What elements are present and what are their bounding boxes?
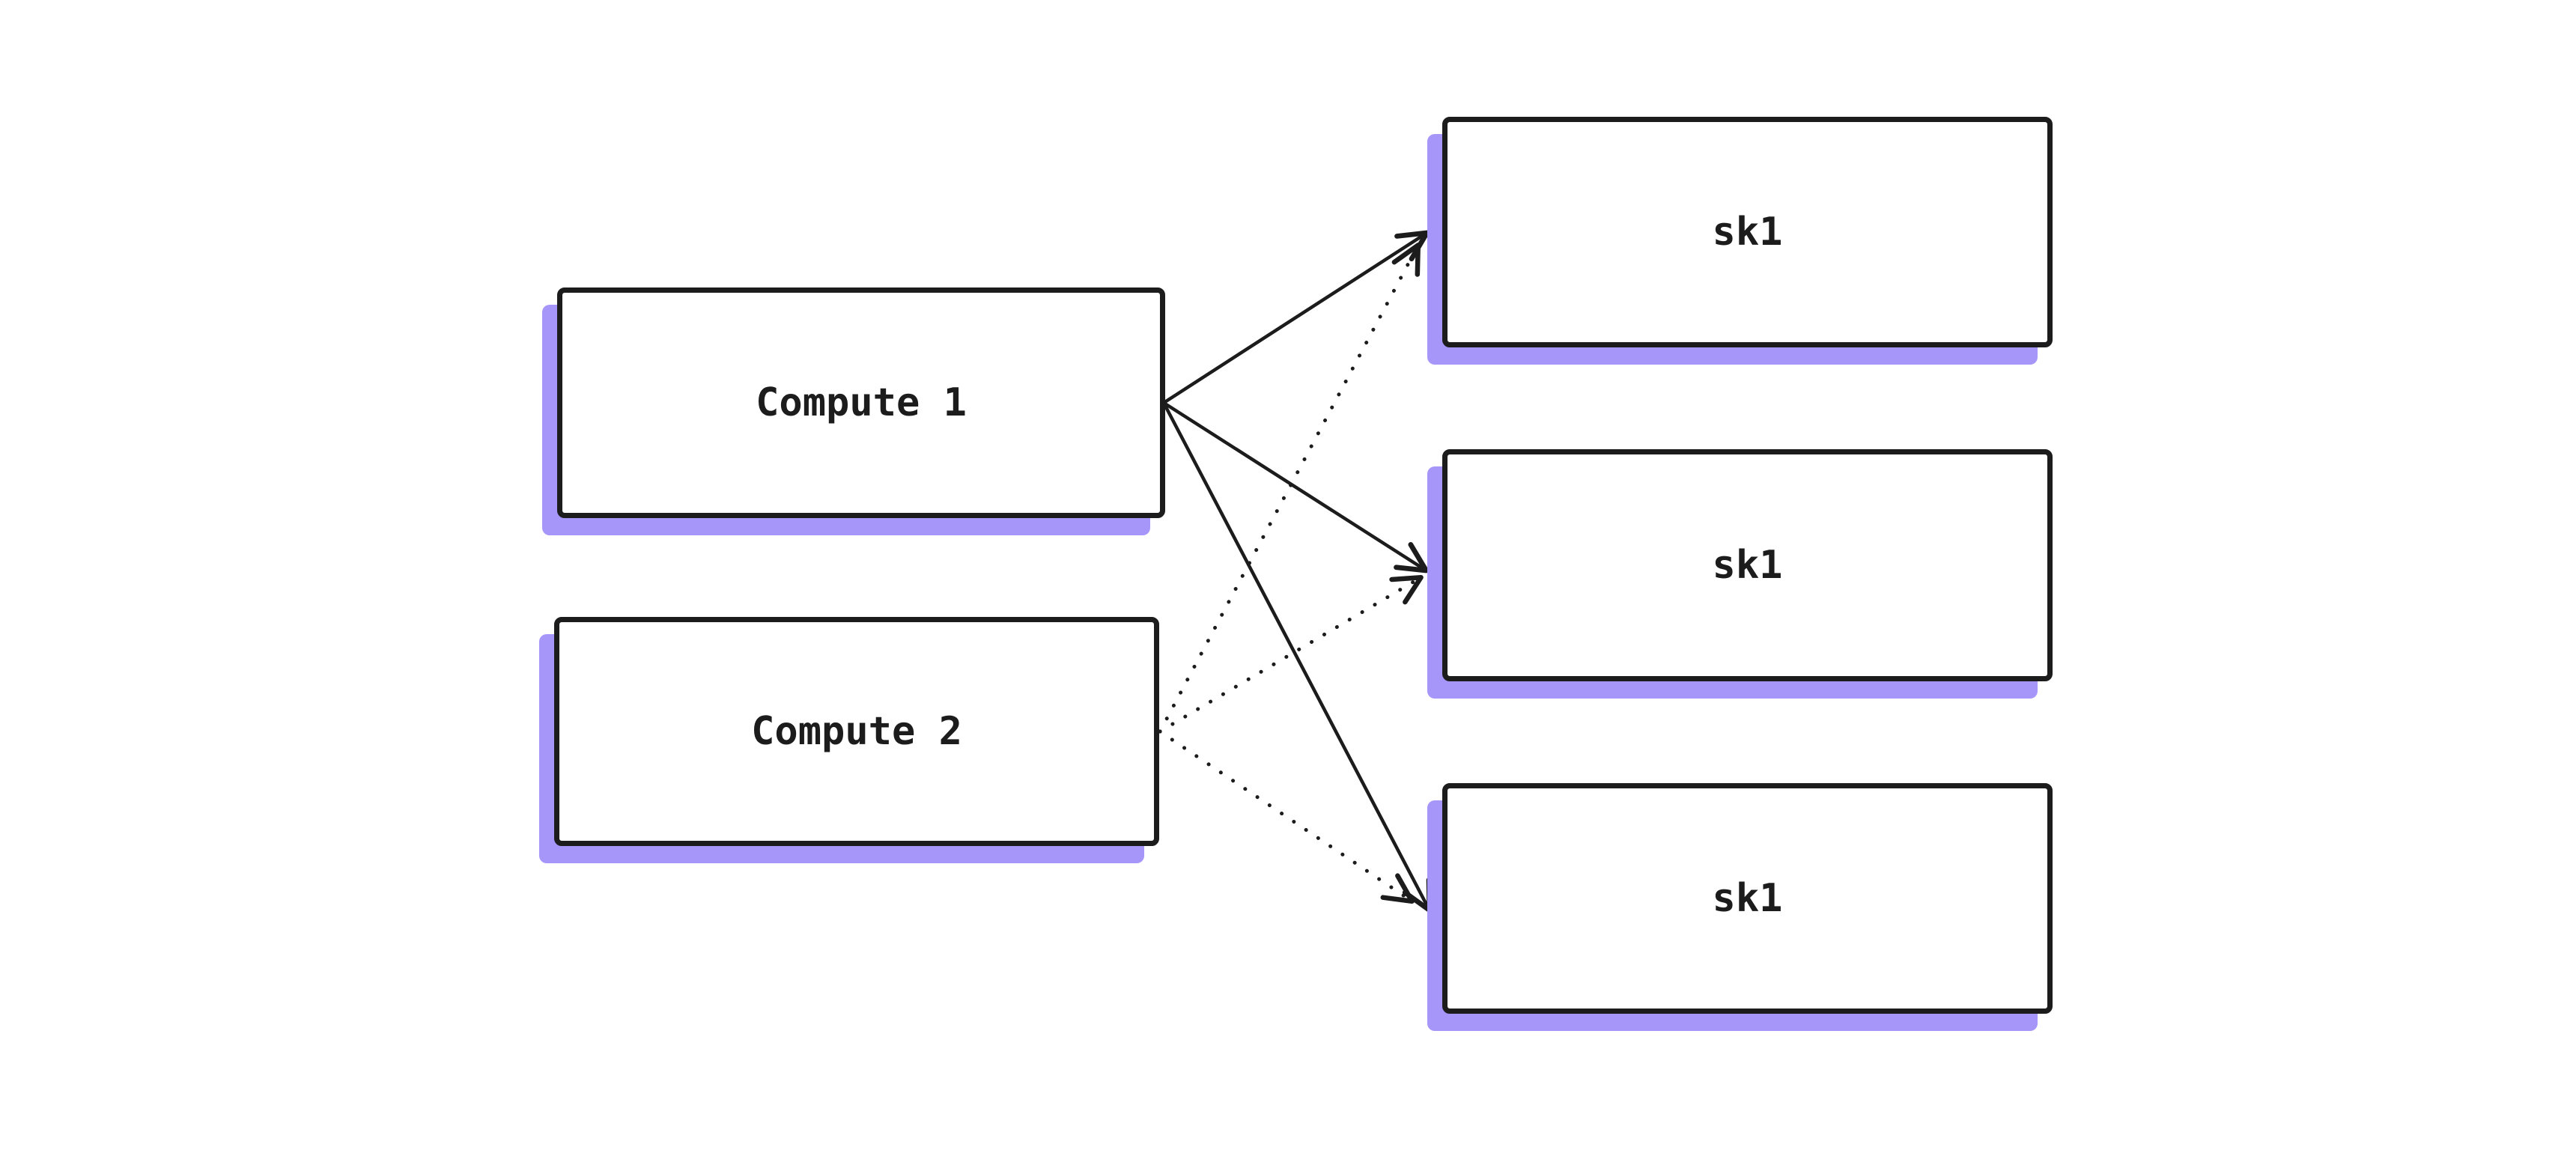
edge-compute2-to-sk1-top	[1158, 243, 1421, 734]
node-compute-2: Compute 2	[554, 617, 1159, 846]
node-sk1-top-label: sk1	[1712, 210, 1783, 255]
node-sk1-bottom-label: sk1	[1712, 876, 1783, 921]
node-sk1-middle-label: sk1	[1712, 543, 1783, 588]
edge-compute2-to-sk1-bottom	[1158, 729, 1415, 904]
node-compute-2-label: Compute 2	[751, 709, 962, 754]
edge-compute1-to-sk1-middle	[1162, 401, 1429, 574]
node-compute-1: Compute 1	[557, 288, 1165, 518]
node-sk1-top: sk1	[1442, 117, 2053, 347]
node-compute-1-label: Compute 1	[756, 380, 967, 425]
node-sk1-middle: sk1	[1442, 449, 2053, 681]
edge-compute1-to-sk1-bottom	[1162, 401, 1433, 913]
edge-compute1-to-sk1-top	[1162, 230, 1430, 404]
edge-compute2-to-sk1-middle	[1158, 575, 1424, 734]
node-sk1-bottom: sk1	[1442, 783, 2053, 1014]
